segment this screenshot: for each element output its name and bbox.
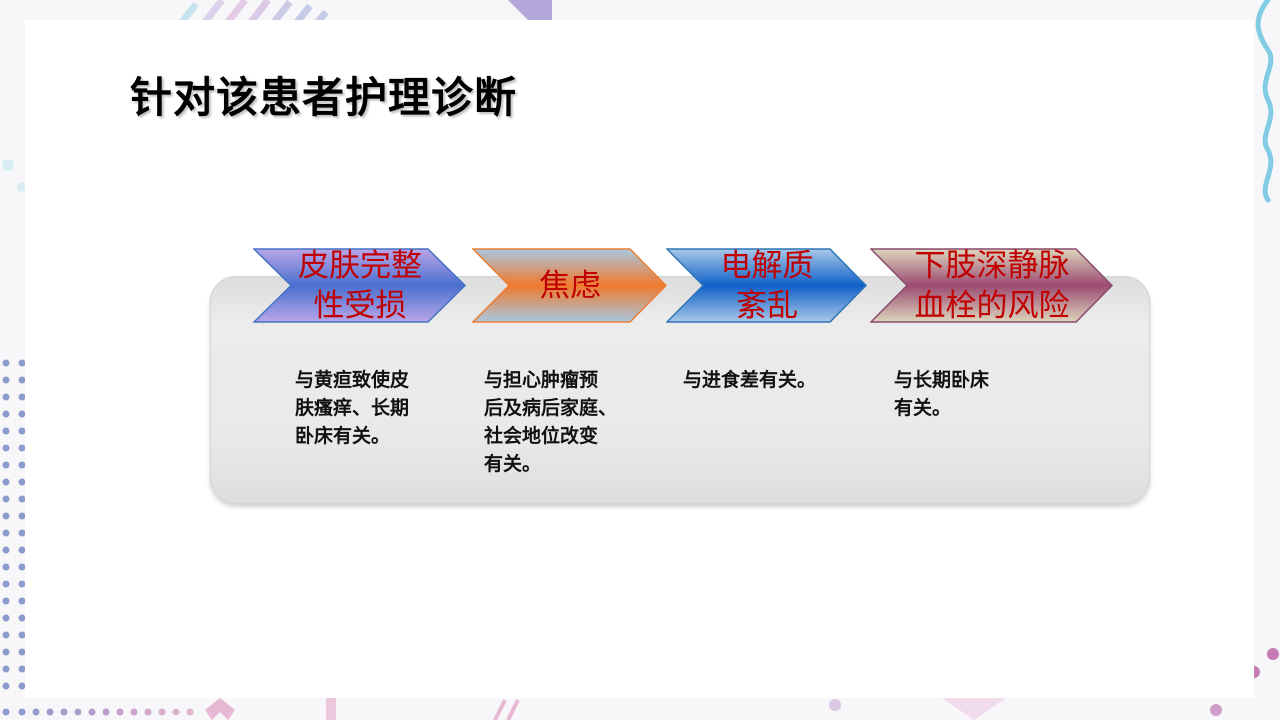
diagnosis-reason-electrolyte: 与进食差有关。 bbox=[683, 369, 817, 391]
diagnosis-label: 皮肤完整 性受损 bbox=[298, 247, 422, 324]
diagnosis-label: 电解质 紊乱 bbox=[720, 247, 814, 324]
dot-decoration bbox=[829, 699, 841, 711]
bar-decoration bbox=[326, 698, 336, 720]
diagnosis-reason-dvt: 与长期卧床 有关。 bbox=[894, 369, 990, 419]
dot-decoration bbox=[1267, 648, 1279, 660]
chevron-shape-icon bbox=[666, 248, 868, 323]
dot-grid-decoration bbox=[2, 359, 194, 716]
wave-decoration bbox=[1255, 0, 1274, 203]
diagnosis-chevron-anxiety: 焦虑 bbox=[472, 248, 668, 323]
slide-title: 针对该患者护理诊断 bbox=[130, 73, 518, 122]
diagonal-stripes-decoration bbox=[179, 0, 329, 25]
diagnosis-label: 下肢深静脉 血栓的风险 bbox=[914, 247, 1070, 324]
dot-decoration bbox=[17, 182, 27, 192]
diagnosis-reason-anxiety: 与担心肿瘤预 后及病后家庭、 社会地位改变 有关。 bbox=[484, 369, 618, 475]
wave-decoration-overlap bbox=[1254, 666, 1260, 678]
chevron-shape-icon bbox=[472, 248, 668, 323]
slash-decoration bbox=[493, 699, 507, 720]
chevron-decoration bbox=[205, 698, 235, 720]
slash-decoration bbox=[506, 699, 520, 720]
diagnosis-chevron-skin: 皮肤完整 性受损 bbox=[253, 247, 467, 324]
dot-decoration bbox=[2, 159, 14, 171]
diagnosis-chevron-electrolyte: 电解质 紊乱 bbox=[666, 247, 868, 324]
diagnosis-label: 焦虑 bbox=[539, 267, 601, 304]
triangle-decoration bbox=[508, 0, 552, 20]
chevron-shape-icon bbox=[870, 248, 1114, 323]
dot-decoration bbox=[1210, 704, 1222, 716]
chevron-shape-icon bbox=[253, 248, 467, 323]
diagnosis-chevron-dvt: 下肢深静脉 血栓的风险 bbox=[870, 247, 1114, 324]
diagnosis-reason-skin: 与黄疸致使皮 肤瘙痒、长期 卧床有关。 bbox=[295, 369, 410, 447]
triangle-decoration bbox=[942, 698, 1006, 720]
